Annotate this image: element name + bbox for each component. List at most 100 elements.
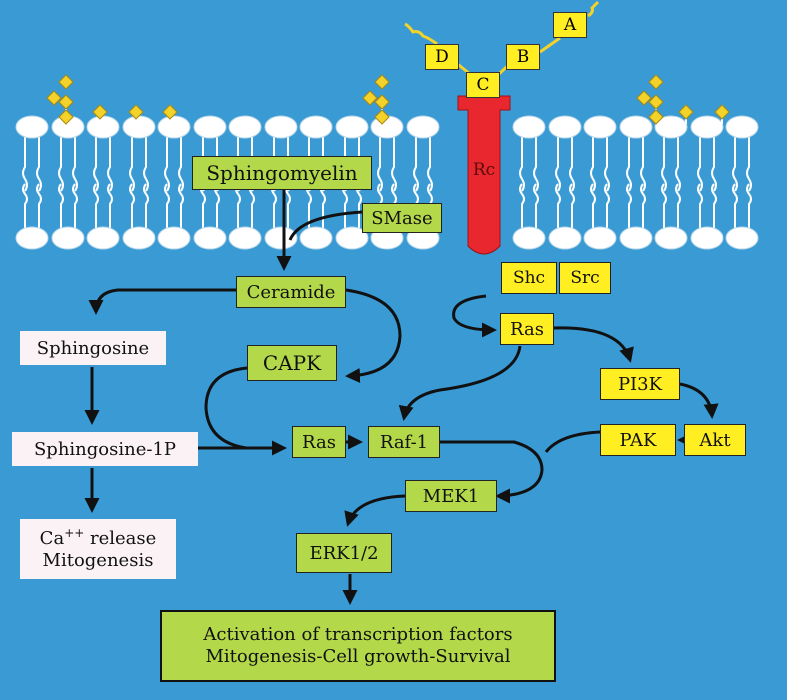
- ras-box-mid: Ras: [292, 426, 346, 458]
- lipid-tail-upper: [22, 137, 42, 192]
- lipid-tail-lower: [93, 183, 113, 228]
- sugar-diamond: [636, 90, 652, 106]
- receptor-chain: [539, 36, 561, 54]
- lipid-tail-lower: [58, 183, 78, 228]
- lipid-head-outer: [15, 115, 49, 139]
- lipid-head-inner: [193, 226, 227, 250]
- sugar-diamond: [362, 90, 378, 106]
- akt-box: Akt: [684, 424, 746, 456]
- lipid-tail-lower: [732, 183, 752, 228]
- outcome-box: Activation of transcription factors Mito…: [160, 610, 556, 682]
- lipid-head-inner: [299, 226, 333, 250]
- lipid-tail-upper: [519, 137, 539, 192]
- lipid-tail-upper: [413, 137, 433, 192]
- receptor-body: [457, 95, 511, 255]
- ca-release-box: Ca++ release Mitogenesis: [20, 519, 176, 579]
- lipid-head-outer: [406, 115, 440, 139]
- lipid-tail-upper: [93, 137, 113, 192]
- arrow-pi3k-to-akt: [679, 382, 719, 419]
- lipid-tail-lower: [377, 183, 397, 228]
- lipid-head-outer: [548, 115, 582, 139]
- lipid-head-outer: [228, 115, 262, 139]
- lipid-tail-lower: [555, 183, 575, 228]
- sugar-diamond: [128, 104, 144, 120]
- lipid-head-outer: [690, 115, 724, 139]
- lipid-head-inner: [157, 226, 191, 250]
- lipid-head-inner: [122, 226, 156, 250]
- lipid-tail-upper: [58, 137, 78, 192]
- sugar-diamond: [162, 104, 178, 120]
- lipid-tail-lower: [661, 183, 681, 228]
- receptor-chain: [404, 22, 438, 46]
- sphingosine-box: Sphingosine: [20, 331, 166, 365]
- receptor-subunit-d: D: [425, 44, 459, 70]
- lipid-tail-lower: [22, 183, 42, 228]
- lipid-tail-lower: [413, 183, 433, 228]
- lipid-head-inner: [654, 226, 688, 250]
- lipid-head-inner: [725, 226, 759, 250]
- lipid-head-inner: [228, 226, 262, 250]
- lipid-head-outer: [86, 115, 120, 139]
- receptor-subunit-b: B: [506, 44, 540, 70]
- lipid-tail-upper: [555, 137, 575, 192]
- smase-box: SMase: [362, 203, 442, 233]
- arrow-ceramide-to-capk: [345, 288, 402, 384]
- sugar-diamond: [58, 74, 74, 90]
- receptor-subunit-c: C: [466, 72, 500, 98]
- lipid-tail-upper: [129, 137, 149, 192]
- lipid-head-outer: [654, 115, 688, 139]
- sugar-diamond: [374, 74, 390, 90]
- sugar-diamond: [46, 90, 62, 106]
- ca-release-line-2: Mitogenesis: [42, 550, 154, 571]
- arrow-raf1-to-mek1: [440, 440, 544, 498]
- lipid-head-outer: [619, 115, 653, 139]
- lipid-tail-upper: [697, 137, 717, 192]
- lipid-head-outer: [193, 115, 227, 139]
- lipid-head-outer: [725, 115, 759, 139]
- lipid-head-inner: [619, 226, 653, 250]
- sugar-diamond: [678, 104, 694, 120]
- lipid-head-outer: [583, 115, 617, 139]
- pak-box: PAK: [600, 424, 676, 456]
- arrow-pak-to-mek1: [544, 430, 601, 453]
- lipid-tail-lower: [697, 183, 717, 228]
- raf1-box: Raf-1: [368, 426, 440, 458]
- arrow-capk-to-ras: [204, 366, 248, 450]
- ca-release-line-1: Ca++ release: [39, 525, 157, 549]
- lipid-head-outer: [335, 115, 369, 139]
- lipid-head-inner: [86, 226, 120, 250]
- lipid-head-inner: [548, 226, 582, 250]
- outcome-line-1: Activation of transcription factors: [203, 623, 513, 645]
- ceramide-box: Ceramide: [236, 276, 346, 308]
- arrow-ceramide-to-sphingosine: [88, 288, 236, 315]
- lipid-head-inner: [15, 226, 49, 250]
- receptor-subunit-a: A: [553, 12, 587, 38]
- lipid-tail-upper: [377, 137, 397, 192]
- sphingomyelin-box: Sphingomyelin: [192, 156, 372, 190]
- lipid-head-outer: [299, 115, 333, 139]
- sugar-diamond: [92, 104, 108, 120]
- lipid-tail-lower: [626, 183, 646, 228]
- lipid-head-outer: [122, 115, 156, 139]
- mek1-box: MEK1: [405, 480, 497, 512]
- pi3k-box: PI3K: [600, 368, 680, 400]
- ras-box-top: Ras: [500, 313, 554, 345]
- lipid-tail-lower: [590, 183, 610, 228]
- lipid-head-outer: [512, 115, 546, 139]
- arrow-smase-to-ceramide: [288, 210, 363, 241]
- sugar-diamond: [648, 94, 664, 110]
- lipid-tail-lower: [519, 183, 539, 228]
- lipid-tail-upper: [661, 137, 681, 192]
- lipid-head-inner: [690, 226, 724, 250]
- sugar-diamond: [374, 94, 390, 110]
- arrow-mek1-to-erk: [344, 494, 406, 527]
- sphingosine-1p-box: Sphingosine-1P: [12, 432, 198, 466]
- lipid-head-outer: [157, 115, 191, 139]
- lipid-head-outer: [264, 115, 298, 139]
- src-box: Src: [559, 262, 611, 294]
- arrow-ras-to-raf1-top: [398, 345, 522, 421]
- lipid-tail-upper: [590, 137, 610, 192]
- lipid-tail-lower: [129, 183, 149, 228]
